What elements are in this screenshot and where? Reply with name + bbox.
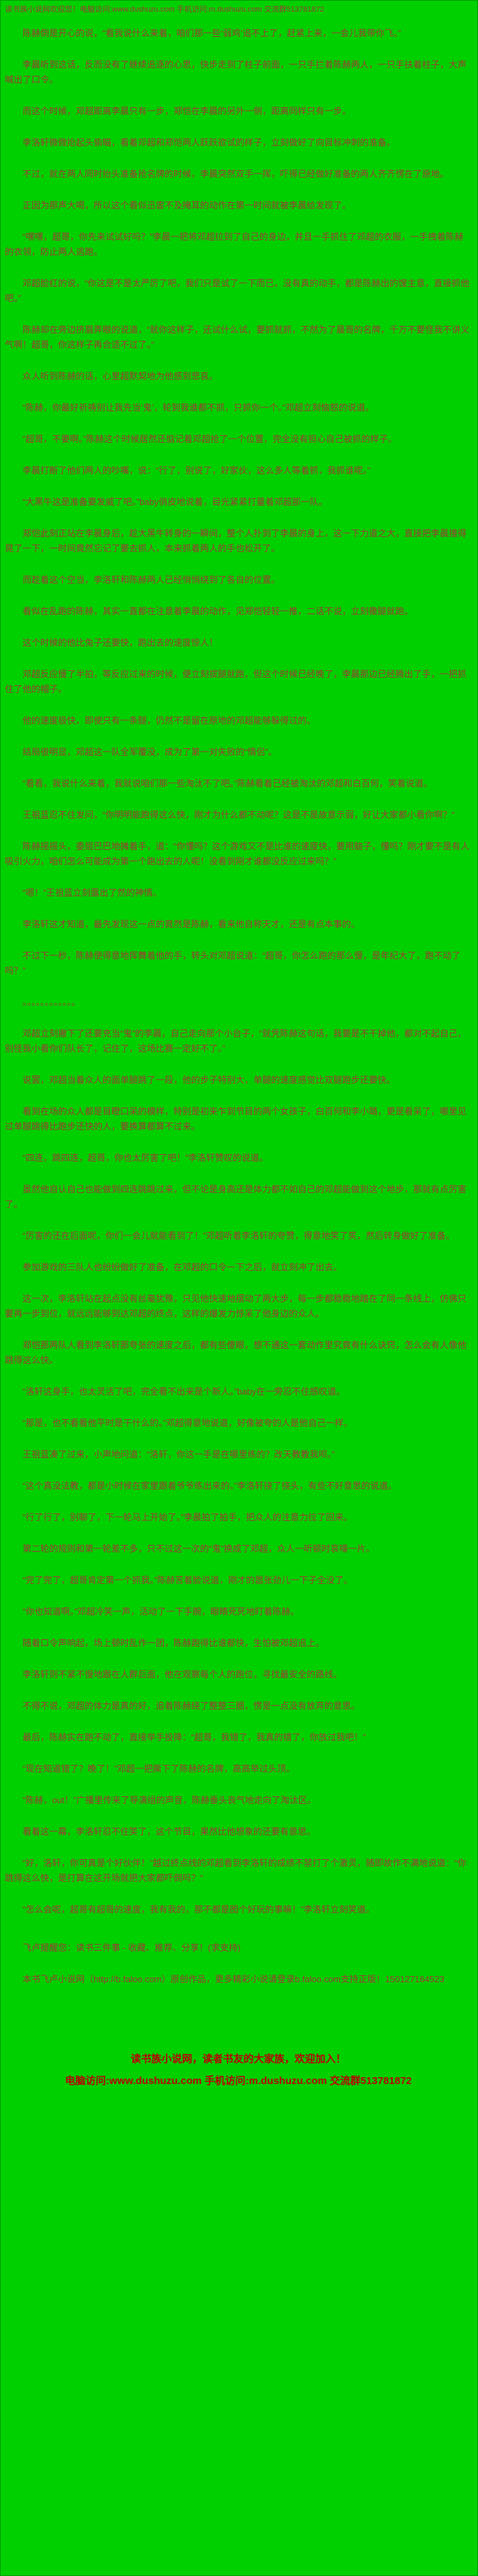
novel-paragraph: 说罢，邓超当着众人的面单腿跳了一段，他的步子特别大，单腿的速度感觉比双腿跑步还要… <box>23 1075 396 1085</box>
novel-paragraph: 李洛轩则不紧不慢地跟在人群后面，他在观察每个人的跑位，寻找最安全的路线。 <box>23 1669 343 1680</box>
novel-paragraph: 随着口令声响起，场上顿时乱作一团，陈赫跑得比谁都快，生怕被邓超追上。 <box>23 1638 325 1648</box>
novel-paragraph: 第二轮的规则和第一轮差不多，只不过这一次的“鬼”换成了邓超，众人一听顿时哀嚎一片… <box>23 1544 375 1554</box>
novel-paragraph: 邓超立刻撇下了还要充当“鬼”的李晨，自己走向那个小台子，“就凭陈赫这句话，我要是… <box>5 1028 466 1054</box>
novel-paragraph: 虽然他自认自己也能做到四连跳跳过来，但不论是身高还是体力都不如自己的邓超能做到这… <box>5 1184 467 1209</box>
novel-paragraph: “那是，也不看看他平时是干什么的。”邓超得意地说道，好像被夸的人是他自己一样。 <box>23 1418 353 1428</box>
novel-paragraph: 不过下一秒，陈赫便得意地挥舞着他的手，转头对邓超说道：“超哥，你怎么跑的那么慢，… <box>5 950 461 976</box>
novel-paragraph: 李洛轩这才知道，最先发现这一点的竟然是陈赫，看来他自称天才，还是有点本事的。 <box>23 919 361 929</box>
novel-paragraph: “现在知道错了？晚了！”邓超一把撕下了陈赫的名牌，高高举过头顶。 <box>23 1764 295 1774</box>
novel-paragraph: 这一次，李洛轩站在起点没有丝毫犹豫，只见他快速地摆动了两大步，每一步都稳稳地踏在… <box>5 1293 467 1319</box>
site-footer: 读书族小说网，读者书友的大家族，欢迎加入！ 电脑访问:www.dushuzu.c… <box>5 2049 472 2092</box>
novel-paragraph: “超哥，不要啊。”陈赫这个时候居然还惦记着邓超抢了一个位置，完全没有担心自己被抓… <box>23 434 397 444</box>
novel-paragraph: “行了行了，别聊了，下一轮马上开始了。”李晨拍了拍手，把众人的注意力拉了回来。 <box>23 1512 353 1522</box>
novel-paragraph: 最后，陈赫实在跑不动了，直接举手投降：“超哥，我错了，我真的错了，你放过我吧！” <box>23 1732 366 1742</box>
novel-paragraph: 李洛轩微微抬起头偷瞄，看着邓超和郑恺两人跃跃欲试的样子，立刻做好了向目标冲刺的准… <box>23 137 396 148</box>
novel-paragraph: “厉害的还在后面呢，你们一会儿就能看到了！”邓超听着李洛轩的夸赞，得意地笑了笑，… <box>23 1231 455 1241</box>
novel-paragraph: 李晨听到这话，反而没有了继续追逐的心思，快步走到了柱子前面，一只手拦着陈赫两人，… <box>5 59 467 85</box>
novel-paragraph: 邓超反应慢了半拍，等反应过来的时候，便立刻拔腿就跑，但这个时候已经晚了，李晨那边… <box>5 669 467 694</box>
novel-paragraph: “你也知道啊。”邓超冷笑一声，活动了一下手腕，眼睛死死地盯着陈赫。 <box>23 1606 300 1617</box>
novel-paragraph: 结局很明显，邓超这一队全军覆没，成为了第一对失败的“情侣”。 <box>23 747 277 757</box>
novel-paragraph: 不过，就在两人同时抬头准备抢名牌的时候，李晨突然双手一挥，吓得已经做好准备的两人… <box>23 169 449 179</box>
novel-paragraph: “嘿嘿，超哥，你先来试试好吗？”李晨一把将邓超拉到了自己的身边，并且一手抓住了邓… <box>5 232 464 257</box>
novel-paragraph: 看着这一幕，李洛轩忍不住笑了，这个节目，果然比他想象的还要有意思。 <box>23 1826 316 1837</box>
novel-paragraph: 而趁着这个空当，李洛轩和陈赫两人已经悄悄绕到了各自的位置。 <box>23 575 281 585</box>
novel-paragraph: “怎么会呢，超哥有超哥的速度，我有我的，那不都是图个好玩的事嘛！”李洛轩立刻笑道… <box>23 1904 375 1915</box>
novel-paragraph: “看看，我说什么来着，我就说咱们那一些淘汰不了吧。”陈赫看着已经被淘汰的邓超和白… <box>23 778 433 789</box>
novel-paragraph: 李晨打断了他们两人的吵嘴，说：“行了，别说了，好家伙，这么多人等着抓，我抓谁呢。… <box>23 465 371 476</box>
novel-paragraph: 郑恺那两队人看到李洛轩那夸张的速度之后，都有些傻眼，想不通这一套动作里究竟有什么… <box>5 1340 467 1365</box>
site-notice: 读书族小说网欢迎您！电脑访问:www.dushuzu.com 手机访问:m.du… <box>5 5 324 14</box>
novel-paragraph: 郑恺此刻正站在李晨身后，趁大黑牛转身的一瞬间，整个人扑到了李晨的身上，这一下力道… <box>5 528 467 553</box>
novel-paragraph: “这个真没法教，都是小时候在家里跟着爷爷练出来的。”李洛轩挠了挠头，有些不好意思… <box>23 1481 397 1491</box>
novel-paragraph: “陈赫，out！”广播里传来了导演组的声音，陈赫垂头丧气地走向了淘汰区。 <box>23 1795 316 1805</box>
novel-paragraph: 看到在场的众人都是目瞪口呆的模样，特别是初来乍到节目的两个女孩子，白百何和李小璐… <box>5 1106 467 1132</box>
footer-access-text: 电脑访问:www.dushuzu.com 手机访问:m.dushuzu.com … <box>65 2075 412 2087</box>
novel-paragraph: “陈赫，你最好祈祷别让我先当‘鬼’，轮到我谁都不抓，只抓你一个。”邓超立刻恼怒的… <box>23 402 374 413</box>
novel-paragraph: 陈赫摇摇头，委屈巴巴地摊着手，道：“你懂吗？这个游戏又不是比谁的速度快，要用脑子… <box>5 841 470 866</box>
novel-paragraph: 。。。。。。。。。。。。 <box>23 997 81 1007</box>
novel-paragraph: 而这个时候，邓超距离李晨只有一步，郑恺在李晨的另外一侧，距离同样只有一步。 <box>23 106 352 116</box>
novel-paragraph: 不得不说，邓超的体力是真的好，追着陈赫绕了整整三圈，愣是一点没有放弃的意思。 <box>23 1701 361 1711</box>
novel-paragraph: “洛轩这身手，也太灵活了吧，完全看不出来是个新人。”baby在一旁忍不住感叹道。 <box>23 1386 346 1397</box>
novel-paragraph: 陈赫倒是开心的说，“看我说什么来着，咱们那一些‘弱鸡’追不上了，赶紧上来，一会儿… <box>23 28 401 38</box>
novel-paragraph: 众人听到陈赫的话，心里超默契地为他感到悲哀。 <box>23 371 219 381</box>
novel-paragraph: 王祖蓝凑了过来，小声地问道：“洛轩，你这一手是在哪里练的？改天教教我呗。” <box>23 1449 335 1460</box>
novel-paragraph: 陈赫却在旁边挤眉弄眼的说道，“就你这样子，还试什么试，要抓就抓，不然为了晨哥的名… <box>5 325 470 350</box>
novel-paragraph: “完了完了，超哥肯定第一个抓我。”陈赫苦着脸说道，刚才的嚣张劲儿一下子全没了。 <box>23 1575 353 1585</box>
faloo-reminder-text: 飞卢提醒您：读书三件事 - 收藏、推荐、分享！(求支持) <box>23 1943 241 1953</box>
novel-paragraph: 他的速度极快，即使只有一条腿，仍然不是留在原地的邓超能够躲得过的。 <box>23 715 316 726</box>
novel-paragraph: “大黑牛这是准备要发威了吧。”baby俏皮地说着，目光紧紧打量着邓超那一队。 <box>23 497 328 507</box>
novel-paragraph: “嗯！”王祖蓝立刻露出了然的神情。 <box>23 888 162 898</box>
novel-paragraph: 这个时候的他比兔子还要快，跑出去的速度惊人！ <box>23 638 219 648</box>
novel-paragraph: 邓超脸红的说，“你这是不是太严厉了吧，我们只是试了一下而已，没有真的动手，都是陈… <box>5 278 470 303</box>
novel-paragraph: 正因为那声大喝，所以这个看似迅雷不及掩耳的动作在第一时间就被李晨给发现了。 <box>23 200 352 210</box>
faloo-source-text: 本书飞卢小说网（http://b.faloo.com）原创作品，更多精彩小说请登… <box>23 1974 445 1984</box>
novel-paragraph: “好，洛轩，你可真是个好伙伴！”越过终点线的邓超看到李洛轩的成绩不禁打了个激灵，… <box>5 1858 466 1883</box>
novel-paragraph: “四连，跳四连，超哥，你也太厉害了吧！”李洛轩赞叹的说道。 <box>23 1153 268 1163</box>
novel-paragraph: 参加游戏的三队人也纷纷做好了准备，在邓超的口令一下之后，就立刻冲了出去。 <box>23 1262 343 1272</box>
novel-paragraph: 看似在乱跑的陈赫，其实一直都在注意着李晨的动作，见郑恺轻轻一推，二话不说，立刻撒… <box>23 606 414 616</box>
novel-paragraph: 王祖蓝忍不住发问，“你明明能跑得这么快，刚才为什么都不动呢？这是不是故意示弱，好… <box>23 810 455 820</box>
footer-join-text: 读书族小说网，读者书友的大家族，欢迎加入！ <box>130 2053 346 2065</box>
novel-content: 陈赫倒是开心的说，“看我说什么来着，咱们那一些‘弱鸡’追不上了，赶紧上来，一会儿… <box>5 26 472 1917</box>
